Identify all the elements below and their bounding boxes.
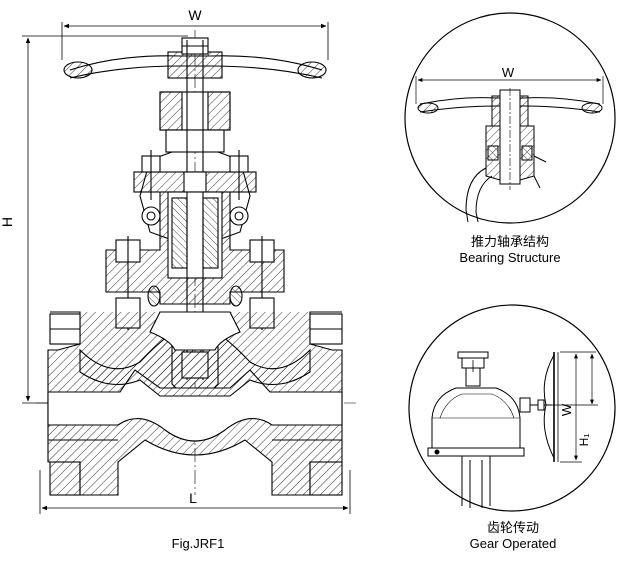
bearing-label-cn: 推力轴承结构 <box>471 235 549 250</box>
dimension-w-label: W <box>188 7 202 23</box>
bearing-label-en: Bearing Structure <box>459 250 560 265</box>
gear-label-en: Gear Operated <box>470 536 557 551</box>
dimension-w <box>61 22 329 60</box>
main-valve <box>22 22 356 514</box>
dimension-l-label: L <box>189 490 197 506</box>
dimension-l <box>39 470 351 514</box>
bearing-detail <box>404 12 616 224</box>
valve-body <box>47 311 343 496</box>
gland-flange <box>133 150 257 226</box>
bearing-w-label: W <box>502 65 515 80</box>
figure-caption: Fig.JRF1 <box>172 536 225 551</box>
handwheel <box>63 37 327 79</box>
gear-label-cn: 齿轮传动 <box>487 521 539 536</box>
yoke-nut <box>159 91 231 153</box>
dimension-h-label: H <box>0 217 15 227</box>
gear-h1-label: H₁ <box>577 434 591 447</box>
gear-detail <box>408 304 616 512</box>
gear-w-label: W <box>559 403 574 416</box>
bonnet <box>105 191 285 330</box>
